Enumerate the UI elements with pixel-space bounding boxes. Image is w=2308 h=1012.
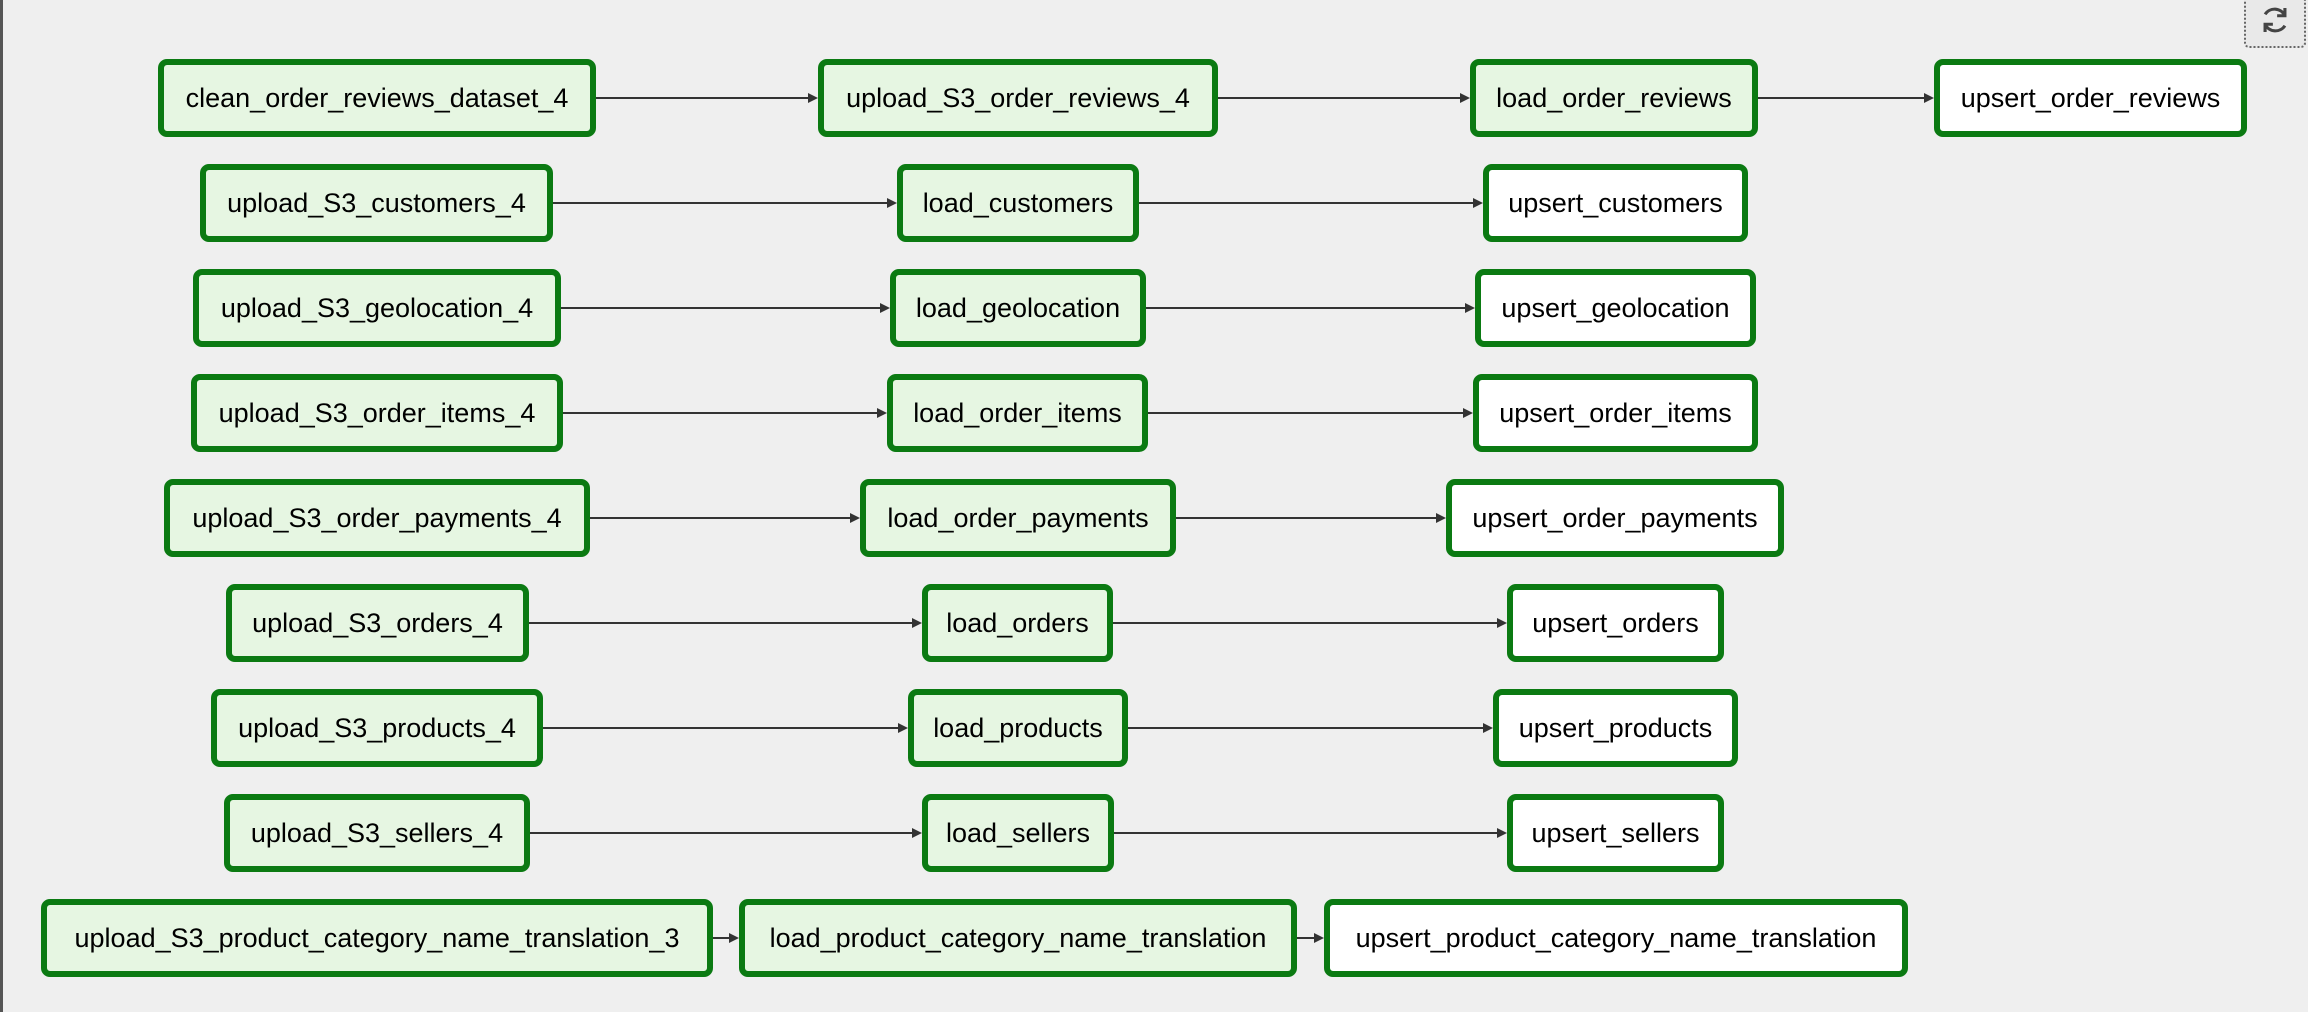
refresh-button[interactable]: [2244, 0, 2306, 48]
task-node-upsert-geolocation[interactable]: upsert_geolocation: [1475, 269, 1756, 347]
task-node-load-order-payments[interactable]: load_order_payments: [860, 479, 1176, 557]
task-node-upload-s3-product-category-name-translation-3[interactable]: upload_S3_product_category_name_translat…: [41, 899, 713, 977]
task-node-load-product-category-name-translation[interactable]: load_product_category_name_translation: [739, 899, 1297, 977]
task-node-load-sellers[interactable]: load_sellers: [922, 794, 1114, 872]
task-node-load-products[interactable]: load_products: [908, 689, 1128, 767]
edge-arrowhead: [1465, 303, 1475, 313]
edge-arrowhead: [1483, 723, 1493, 733]
edge-arrowhead: [912, 828, 922, 838]
refresh-icon: [2258, 3, 2292, 42]
edge-arrowhead: [1497, 828, 1507, 838]
edge-arrowhead: [808, 93, 818, 103]
edge-arrowhead: [1314, 933, 1324, 943]
edge-arrowhead: [880, 303, 890, 313]
task-node-upsert-sellers[interactable]: upsert_sellers: [1507, 794, 1724, 872]
edge-arrowhead: [898, 723, 908, 733]
edge-arrowhead: [1463, 408, 1473, 418]
edge-arrowhead: [1436, 513, 1446, 523]
task-node-load-order-reviews[interactable]: load_order_reviews: [1470, 59, 1758, 137]
edge-arrowhead: [877, 408, 887, 418]
edge-arrowhead: [729, 933, 739, 943]
task-node-upload-s3-order-items-4[interactable]: upload_S3_order_items_4: [191, 374, 563, 452]
task-node-load-orders[interactable]: load_orders: [922, 584, 1113, 662]
task-node-upload-s3-customers-4[interactable]: upload_S3_customers_4: [200, 164, 553, 242]
edge-arrowhead: [1924, 93, 1934, 103]
task-node-load-geolocation[interactable]: load_geolocation: [890, 269, 1146, 347]
edge-arrowhead: [850, 513, 860, 523]
task-node-upload-s3-geolocation-4[interactable]: upload_S3_geolocation_4: [193, 269, 561, 347]
task-node-clean-order-reviews-dataset-4[interactable]: clean_order_reviews_dataset_4: [158, 59, 596, 137]
task-node-upload-s3-orders-4[interactable]: upload_S3_orders_4: [226, 584, 529, 662]
task-node-load-order-items[interactable]: load_order_items: [887, 374, 1148, 452]
task-node-upsert-order-payments[interactable]: upsert_order_payments: [1446, 479, 1784, 557]
edge-arrowhead: [1497, 618, 1507, 628]
task-node-upsert-products[interactable]: upsert_products: [1493, 689, 1738, 767]
edge-arrowhead: [1460, 93, 1470, 103]
task-node-upsert-order-reviews[interactable]: upsert_order_reviews: [1934, 59, 2247, 137]
edge-arrowhead: [1473, 198, 1483, 208]
task-node-upload-s3-sellers-4[interactable]: upload_S3_sellers_4: [224, 794, 530, 872]
task-node-upload-s3-order-reviews-4[interactable]: upload_S3_order_reviews_4: [818, 59, 1218, 137]
task-node-upsert-orders[interactable]: upsert_orders: [1507, 584, 1724, 662]
task-node-upsert-customers[interactable]: upsert_customers: [1483, 164, 1748, 242]
edge-arrowhead: [887, 198, 897, 208]
task-node-load-customers[interactable]: load_customers: [897, 164, 1139, 242]
task-node-upsert-order-items[interactable]: upsert_order_items: [1473, 374, 1758, 452]
task-node-upload-s3-products-4[interactable]: upload_S3_products_4: [211, 689, 543, 767]
edge-arrowhead: [912, 618, 922, 628]
task-node-upsert-product-category-name-translation[interactable]: upsert_product_category_name_translation: [1324, 899, 1908, 977]
task-node-upload-s3-order-payments-4[interactable]: upload_S3_order_payments_4: [164, 479, 590, 557]
